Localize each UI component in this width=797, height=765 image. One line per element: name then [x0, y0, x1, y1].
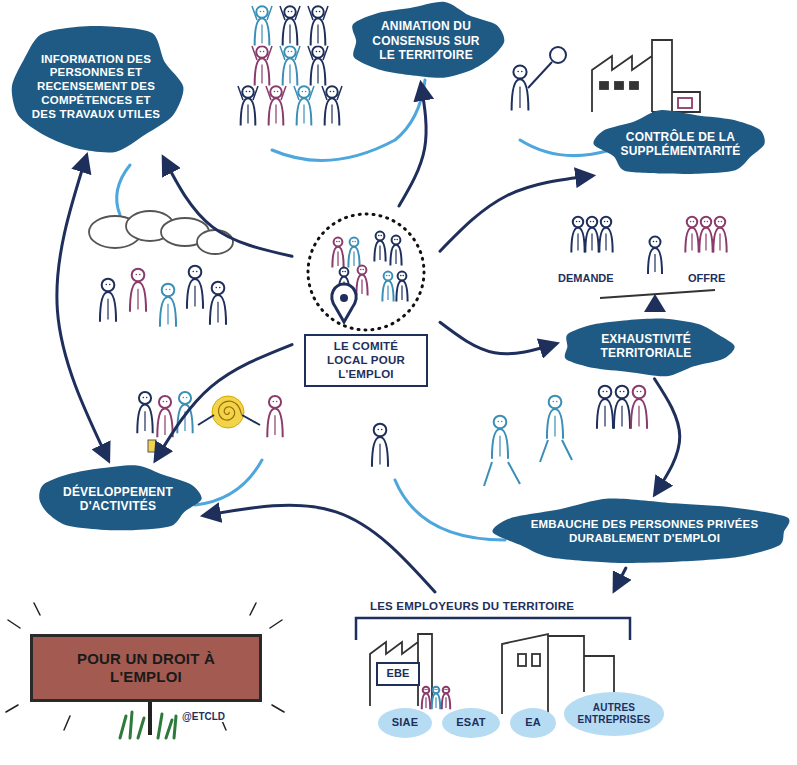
person-figure: [332, 238, 343, 268]
person-figure: [325, 86, 340, 125]
node-text: POUR UN DROIT À L'EMPLOI: [47, 650, 245, 686]
info-blob: INFORMATION DES PERSONNES ET RECENSEMENT…: [12, 22, 180, 152]
node-text: AUTRES ENTREPRISES: [570, 702, 658, 726]
flow-arrow: [204, 505, 435, 592]
node-text: ANIMATION DU CONSENSUS SUR LE TERRITOIRE: [368, 19, 484, 62]
committee-box: LE COMITÉ LOCAL POUR L'EMPLOI: [296, 210, 436, 387]
node-text: EXHAUSTIVITÉ TERRITORIALE: [580, 332, 712, 361]
person-figure: [571, 217, 584, 253]
person-figure: [269, 86, 284, 125]
person-figure: [597, 386, 613, 429]
person-figure: [599, 217, 612, 253]
person-figure: [492, 416, 508, 459]
person-figure: [157, 396, 172, 437]
person-figure: [396, 272, 407, 302]
development-blob: DÉVELOPPEMENT D'ACTIVITÉS: [38, 466, 198, 532]
person-figure: [442, 687, 450, 710]
person-figure: [255, 6, 270, 45]
exhaustivity-blob: EXHAUSTIVITÉ TERRITORIALE: [562, 318, 730, 375]
node-text: LES EMPLOYEURS DU TERRITOIRE: [370, 600, 574, 614]
person-figure: [311, 6, 326, 45]
employer-box: EBE: [376, 662, 420, 686]
node-text: DÉVELOPPEMENT D'ACTIVITÉS: [56, 485, 180, 514]
person-figure: [432, 687, 440, 710]
flow-arrow: [614, 568, 625, 590]
speech-bubbles: [89, 211, 233, 254]
employers-group: LES EMPLOYEURS DU TERRITOIRE EBE SIAE ESAT E…: [352, 596, 788, 756]
flow-arrow: [654, 379, 679, 494]
person-figure: [187, 266, 203, 309]
balance: [600, 290, 715, 312]
person-figure: [512, 65, 529, 110]
watermark: @ETCLD: [180, 711, 227, 722]
person-figure: [137, 392, 152, 433]
employer-oval: ESAT: [442, 708, 500, 738]
person-figure: [382, 272, 393, 302]
node-text: INFORMATION DES PERSONNES ET RECENSEMENT…: [30, 53, 162, 122]
person-figure: [699, 217, 712, 253]
flow-arrow: [57, 156, 108, 460]
person-figure: [100, 279, 116, 322]
employer-oval: EA: [510, 708, 556, 738]
balance-label: DEMANDE: [556, 272, 616, 284]
factory: [592, 40, 700, 112]
node-text: EA: [525, 716, 541, 729]
person-figure: [648, 237, 662, 275]
person-figure: [241, 86, 256, 125]
flow-arrow: [440, 322, 556, 354]
flow-arrow: [164, 158, 292, 256]
flow-arrow: [156, 345, 292, 460]
person-figure: [585, 217, 598, 253]
person-figure: [283, 46, 298, 85]
person-figure: [374, 232, 385, 262]
person-figure: [390, 236, 401, 266]
sign-post: [6, 603, 284, 738]
person-figure: [177, 392, 192, 433]
person-figure: [631, 386, 647, 429]
employer-oval: AUTRES ENTREPRISES: [564, 692, 664, 736]
control-blob: CONTRÔLE DE LA SUPPLÉMENTARITÉ: [598, 112, 763, 176]
node-text: ESAT: [456, 716, 485, 729]
person-figure: [614, 386, 630, 429]
node-text: SIAE: [392, 716, 418, 729]
person-figure: [422, 687, 430, 710]
person-figure: [356, 266, 367, 296]
person-figure: [547, 396, 563, 439]
person-figure: [210, 282, 226, 325]
flow-arrow: [440, 176, 592, 252]
person-figure: [160, 284, 176, 327]
person-figure: [348, 238, 359, 268]
person-figure: [297, 86, 312, 125]
person-figure: [372, 424, 388, 467]
node-text: EMBAUCHE DES PERSONNES PRIVÉES DURABLEME…: [516, 518, 773, 546]
node-text: LE COMITÉ LOCAL POUR L'EMPLOI: [312, 340, 420, 381]
balance-label: OFFRE: [686, 272, 727, 284]
person-figure: [311, 46, 326, 85]
person-figure: [255, 46, 270, 85]
person-figure: [685, 217, 698, 253]
person-figure: [267, 396, 282, 437]
person-figure: [130, 269, 146, 312]
node-text: EBE: [386, 667, 409, 680]
slogan-sign: POUR UN DROIT À L'EMPLOI: [30, 634, 262, 702]
animation-blob: ANIMATION DU CONSENSUS SUR LE TERRITOIRE: [350, 4, 502, 78]
employer-oval: SIAE: [378, 708, 432, 738]
flow-arrow: [399, 84, 426, 206]
node-text: CONTRÔLE DE LA SUPPLÉMENTARITÉ: [616, 130, 745, 159]
hiring-blob: EMBAUCHE DES PERSONNES PRIVÉES DURABLEME…: [498, 500, 791, 564]
person-figure: [283, 6, 298, 45]
person-figure: [713, 217, 726, 253]
